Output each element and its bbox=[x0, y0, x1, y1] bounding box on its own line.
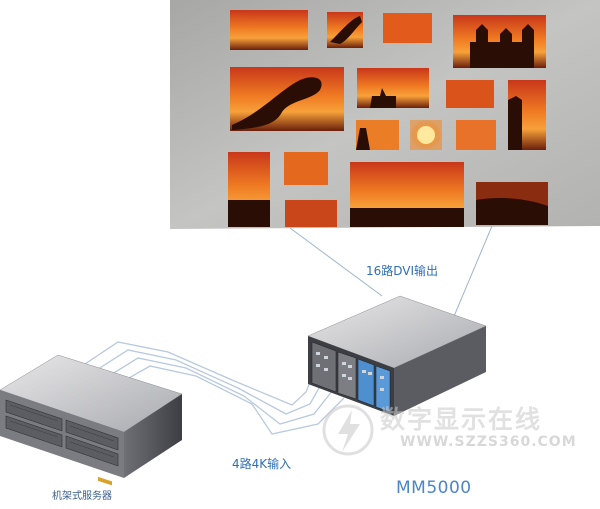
watermark-url: WWW.SZZS360.COM bbox=[400, 434, 577, 450]
input-label: 4路4K输入 bbox=[232, 457, 292, 471]
wall-silhouettes bbox=[228, 16, 548, 227]
device-model-label: MM5000 bbox=[396, 478, 472, 498]
video-wall bbox=[170, 0, 600, 229]
output-label: 16路DVI输出 bbox=[366, 264, 439, 278]
server-label: 机架式服务器 bbox=[52, 491, 112, 502]
mm5000-device bbox=[307, 295, 487, 416]
watermark-name: 数字显示在线 bbox=[380, 405, 543, 434]
rack-server bbox=[0, 354, 183, 486]
input-cables bbox=[69, 341, 345, 435]
lightning-logo-icon bbox=[322, 404, 374, 456]
output-lines bbox=[289, 225, 493, 322]
